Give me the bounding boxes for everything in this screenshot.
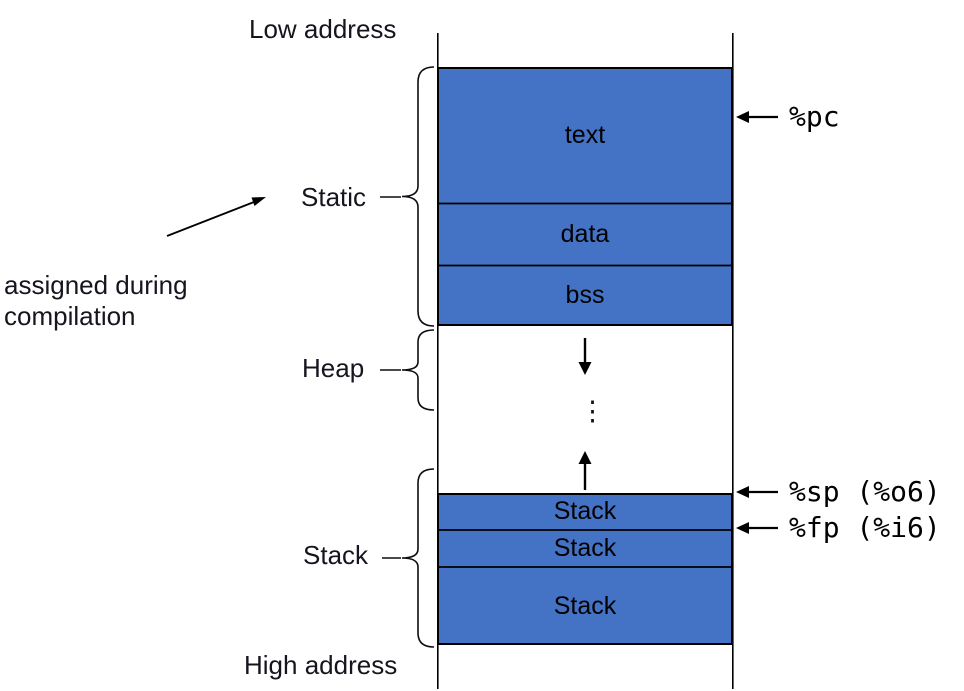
segment-stack-frame-3: Stack <box>437 567 733 645</box>
stack-brace <box>401 468 435 648</box>
segment-stack-frame-1: Stack <box>437 493 733 530</box>
sp-pointer-arrow-icon <box>736 486 778 498</box>
heap-grow-down-arrow-icon <box>578 338 592 375</box>
heap-brace <box>401 329 435 411</box>
compilation-annotation: assigned during compilation <box>4 270 188 331</box>
fp-pointer-arrow-icon <box>736 522 778 534</box>
segment-bss: bss <box>437 265 733 326</box>
sp-register-label: %sp (%o6) <box>789 475 941 508</box>
segment-bss-label: bss <box>565 281 605 309</box>
low-address-label: Low address <box>249 14 397 44</box>
segment-stack-frame-2: Stack <box>437 530 733 567</box>
segment-stack-frame-3-label: Stack <box>553 591 617 620</box>
pc-pointer-arrow-icon <box>736 111 778 123</box>
fp-register-label: %fp (%i6) <box>789 511 941 544</box>
segment-data-label: data <box>560 219 610 248</box>
stack-label: Stack <box>303 540 369 570</box>
annotation-arrow-icon <box>166 197 266 237</box>
static-segments-block <box>437 67 733 326</box>
segment-stack-frame-1-label: Stack <box>553 497 617 525</box>
high-address-label: High address <box>244 650 398 680</box>
heap-label: Heap <box>302 353 365 383</box>
pc-register-label: %pc <box>789 100 840 133</box>
static-brace <box>401 66 435 327</box>
segment-stack-frame-2-label: Stack <box>553 534 617 562</box>
segment-text: text <box>437 67 733 203</box>
segment-text-label: text <box>564 120 606 149</box>
heap-stack-ellipsis: ⋮ <box>579 396 606 426</box>
stack-segments-block <box>437 493 733 645</box>
stack-grow-up-arrow-icon <box>578 451 592 490</box>
static-label: Static <box>301 182 367 212</box>
segment-data: data <box>437 203 733 265</box>
